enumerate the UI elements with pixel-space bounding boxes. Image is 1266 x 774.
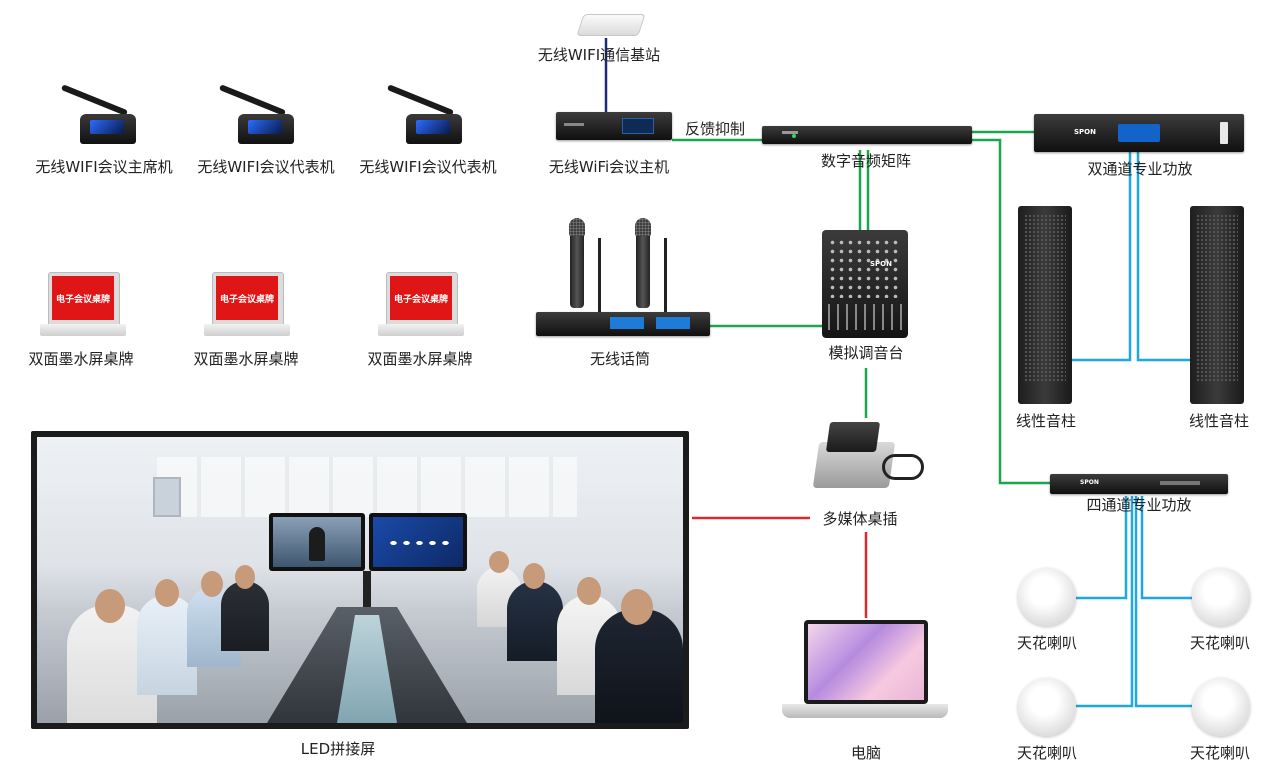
meeting-room-photo <box>37 437 683 723</box>
quad-channel-amp-label: 四通道专业功放 <box>1086 496 1192 514</box>
wifi-delegate-unit-2 <box>384 78 464 146</box>
wireless-mic-label: 无线话筒 <box>589 350 651 368</box>
multimedia-desk-socket-device <box>812 418 924 496</box>
ceiling-speaker-label-4: 天花喇叭 <box>1189 744 1251 762</box>
wifi-host-label: 无线WiFi会议主机 <box>548 158 670 176</box>
analog-mixer-label: 模拟调音台 <box>828 344 904 362</box>
link-quad-amp-to-ceiling-3 <box>1076 496 1134 708</box>
wifi-chairman-label: 无线WIFI会议主席机 <box>35 158 173 176</box>
laptop-device <box>782 620 948 732</box>
ceiling-speaker-1 <box>1018 568 1076 626</box>
wifi-base-station-device <box>576 8 646 38</box>
ceiling-speaker-3 <box>1018 678 1076 736</box>
digital-audio-matrix-label: 数字音频矩阵 <box>820 152 912 170</box>
eink-table-sign-3: 电子会议桌牌 <box>378 272 464 336</box>
laptop-label: 电脑 <box>850 744 882 762</box>
wifi-host-device <box>556 112 672 140</box>
dual-channel-amp-device: SPON <box>1034 114 1244 152</box>
eink-sign-text-1: 电子会议桌牌 <box>52 276 114 320</box>
line-array-speaker-right <box>1190 206 1244 404</box>
wifi-base-station-label: 无线WIFI通信基站 <box>537 46 661 64</box>
ceiling-speaker-4 <box>1192 678 1250 736</box>
eink-table-sign-2: 电子会议桌牌 <box>204 272 290 336</box>
wireless-mic-system <box>536 218 710 340</box>
eink-sign-text-2: 电子会议桌牌 <box>216 276 278 320</box>
led-splice-screen-label: LED拼接屏 <box>300 740 376 758</box>
link-matrix-to-quad-amp <box>972 138 1050 485</box>
feedback-suppressor-label: 反馈抑制 <box>684 120 746 138</box>
wifi-delegate-unit-1 <box>216 78 296 146</box>
line-array-label-right: 线性音柱 <box>1188 412 1250 430</box>
link-quad-amp-to-ceiling-2 <box>1140 496 1192 600</box>
dual-channel-amp-label: 双通道专业功放 <box>1087 160 1193 178</box>
eink-sign-label-3: 双面墨水屏桌牌 <box>367 350 473 368</box>
amp-brand-text: SPON <box>1074 128 1096 136</box>
wifi-delegate-label-1: 无线WIFI会议代表机 <box>197 158 335 176</box>
eink-sign-text-3: 电子会议桌牌 <box>390 276 452 320</box>
ceiling-speaker-label-3: 天花喇叭 <box>1016 744 1078 762</box>
quad-channel-amp-device: SPON <box>1050 474 1228 494</box>
link-dual-amp-to-right-array <box>1136 152 1190 362</box>
link-dual-amp-to-left-array <box>1072 152 1132 362</box>
eink-table-sign-1: 电子会议桌牌 <box>40 272 126 336</box>
line-array-label-left: 线性音柱 <box>1015 412 1077 430</box>
ceiling-speaker-label-1: 天花喇叭 <box>1016 634 1078 652</box>
analog-mixer-device: SPON <box>822 230 908 338</box>
link-quad-amp-to-ceiling-1 <box>1076 496 1128 600</box>
eink-sign-label-1: 双面墨水屏桌牌 <box>28 350 134 368</box>
link-quad-amp-to-ceiling-4 <box>1134 496 1192 708</box>
led-splice-screen <box>31 431 689 729</box>
wifi-delegate-label-2: 无线WIFI会议代表机 <box>359 158 497 176</box>
line-array-speaker-left <box>1018 206 1072 404</box>
ceiling-speaker-2 <box>1192 568 1250 626</box>
eink-sign-label-2: 双面墨水屏桌牌 <box>193 350 299 368</box>
ceiling-speaker-label-2: 天花喇叭 <box>1189 634 1251 652</box>
digital-audio-matrix-device <box>762 126 972 144</box>
multimedia-desk-socket-label: 多媒体桌插 <box>822 510 898 528</box>
wifi-chairman-unit <box>58 78 138 146</box>
